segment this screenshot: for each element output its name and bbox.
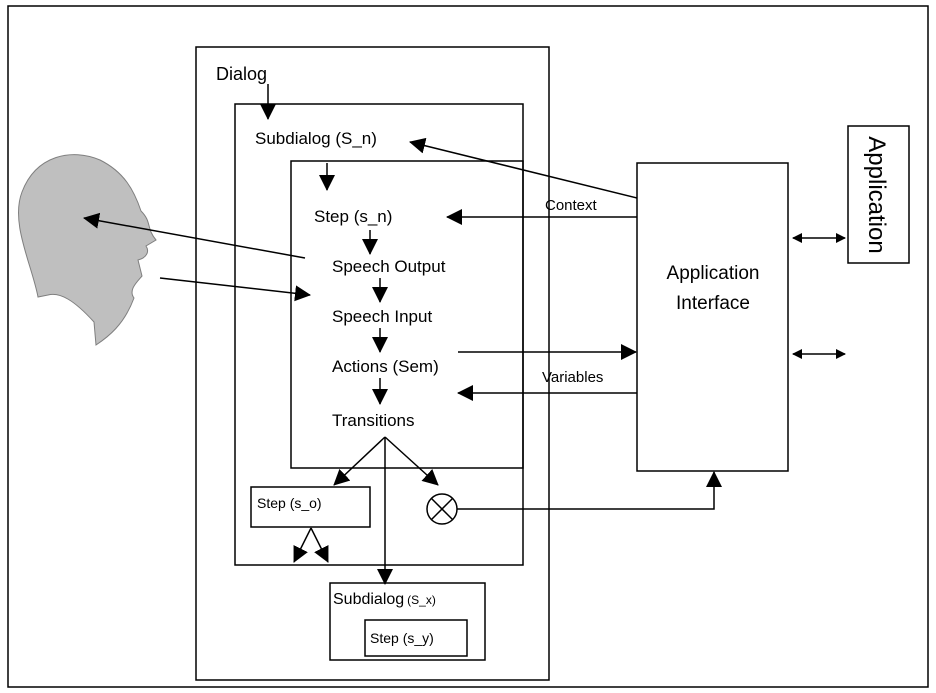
transition-to-terminator bbox=[384, 436, 439, 486]
application-interface-label-line1: Application bbox=[667, 263, 760, 284]
step-y-label: Step (s_y) bbox=[370, 630, 434, 646]
application-box bbox=[847, 125, 910, 264]
subdialog-x-label: Subdialog(S_x) bbox=[333, 591, 436, 608]
interface-to-subdialog-context-arrow bbox=[409, 137, 638, 199]
actions-label: Actions (Sem) bbox=[332, 357, 439, 376]
variables-label: Variables bbox=[542, 369, 603, 386]
circled-x-icon bbox=[426, 493, 458, 525]
transitions-label: Transitions bbox=[332, 411, 415, 430]
mouth-to-speech-input-arrow bbox=[159, 277, 311, 302]
context-label: Context bbox=[545, 197, 598, 214]
step-o-loop-left bbox=[293, 527, 312, 563]
step-label: Step (s_n) bbox=[314, 207, 392, 226]
step-y-box bbox=[364, 619, 468, 657]
step-o-box bbox=[250, 486, 371, 528]
speech-output-label: Speech Output bbox=[332, 257, 446, 276]
transition-to-step-o bbox=[333, 436, 386, 486]
step-o-loop-right bbox=[310, 527, 329, 563]
dialog-label: Dialog bbox=[216, 64, 267, 84]
dialog-box bbox=[195, 46, 550, 681]
terminator-to-interface-arrow bbox=[457, 471, 722, 510]
step-box bbox=[290, 160, 524, 469]
application-label: Application bbox=[863, 136, 890, 253]
speech-output-to-ear-arrow bbox=[83, 212, 306, 259]
outer-frame bbox=[7, 5, 929, 688]
step-o-label: Step (s_o) bbox=[257, 495, 322, 511]
subdialog-label: Subdialog (S_n) bbox=[255, 129, 377, 148]
application-interface-label-line2: Interface bbox=[676, 293, 750, 314]
subdialog-x-box bbox=[329, 582, 486, 661]
speech-input-label: Speech Input bbox=[332, 307, 432, 326]
subdialog-x-label-main: Subdialog bbox=[333, 591, 404, 608]
human-head-icon bbox=[18, 154, 157, 346]
application-interface-box bbox=[636, 162, 789, 472]
subdialog-x-label-sub: (S_x) bbox=[407, 593, 436, 607]
